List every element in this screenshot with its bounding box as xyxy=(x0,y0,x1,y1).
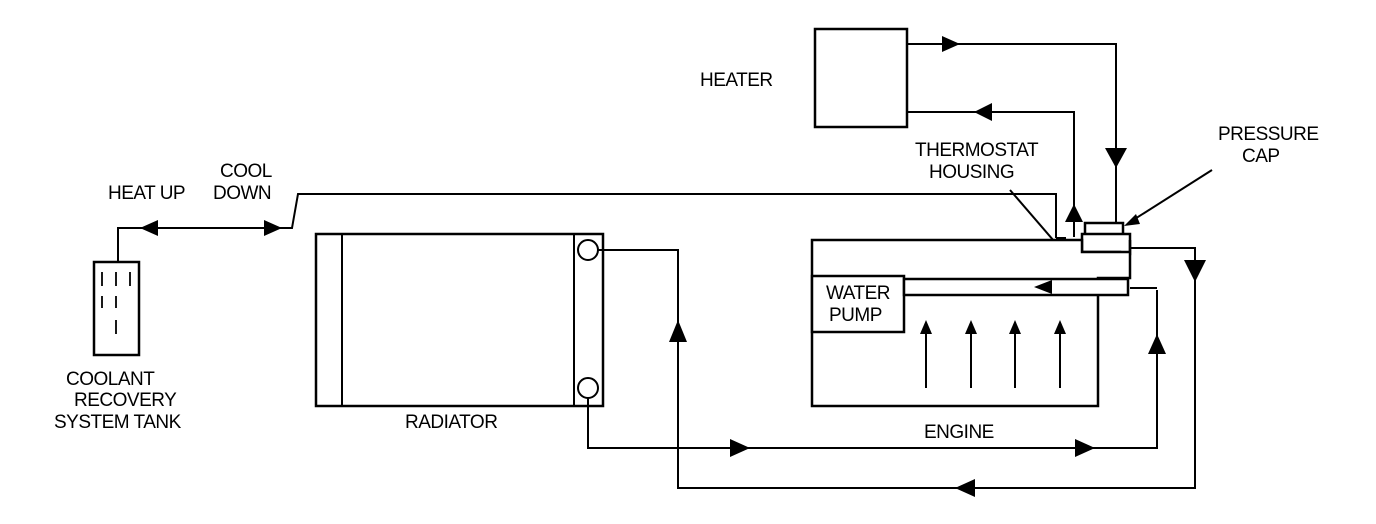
heat-up-label: HEAT UP xyxy=(108,183,185,204)
flow-arrow-passage xyxy=(1034,280,1052,294)
radiator-upper-hose xyxy=(598,247,1196,489)
pressure-cap-pointer-head xyxy=(1124,214,1140,226)
flow-arrow-heater-out xyxy=(942,36,960,52)
water-pump xyxy=(810,274,906,334)
flow-arrow-heater-return xyxy=(974,103,992,121)
engine-flow-arrow xyxy=(1054,320,1066,334)
flow-arrow-pump-inlet-up xyxy=(1148,334,1166,354)
flow-arrow-radiator-up xyxy=(669,320,687,342)
coolant-tank-label-3: SYSTEM TANK xyxy=(54,412,182,433)
flow-arrow-engine-outlet-down xyxy=(1184,260,1206,282)
heater-supply-line xyxy=(907,43,1117,225)
overflow-hose xyxy=(117,193,1057,262)
flow-arrow-thermostat-up xyxy=(1065,204,1083,222)
radiator xyxy=(314,232,605,408)
thermostat-housing-label-2: HOUSING xyxy=(929,162,1014,183)
flow-arrow-cool-down xyxy=(264,220,282,236)
pressure-cap-pointer xyxy=(1129,169,1213,223)
radiator-label: RADIATOR xyxy=(405,412,497,433)
radiator-lower-hose xyxy=(587,290,1158,449)
coolant-tank-label-1: COOLANT xyxy=(66,369,155,390)
heater-return-line xyxy=(907,111,1075,237)
thermostat-housing-label-1: THERMOSTAT xyxy=(915,140,1039,161)
flow-arrow-to-cap xyxy=(1105,148,1127,168)
down-label: DOWN xyxy=(213,183,271,204)
heater-box xyxy=(813,27,909,129)
pressure-cap-label-1: PRESSURE xyxy=(1218,124,1319,145)
engine-label: ENGINE xyxy=(924,422,994,443)
engine-flow-arrow xyxy=(1009,320,1021,334)
cool-label: COOL xyxy=(220,161,272,182)
flow-arrow-lower-1 xyxy=(730,439,750,457)
water-pump-label-2: PUMP xyxy=(829,305,882,326)
coolant-passage xyxy=(902,277,1130,297)
engine-flow-arrow xyxy=(965,320,977,334)
engine-flow-arrow xyxy=(920,320,932,334)
coolant-tank-label-2: RECOVERY xyxy=(74,390,177,411)
flow-arrow-bottom-return xyxy=(955,479,975,497)
water-pump-label-1: WATER xyxy=(826,283,890,304)
pressure-cap-label-2: CAP xyxy=(1242,146,1280,167)
flow-arrow-heat-up xyxy=(140,220,158,236)
heater-label: HEATER xyxy=(700,70,773,91)
flow-arrow-lower-2 xyxy=(1075,439,1095,457)
